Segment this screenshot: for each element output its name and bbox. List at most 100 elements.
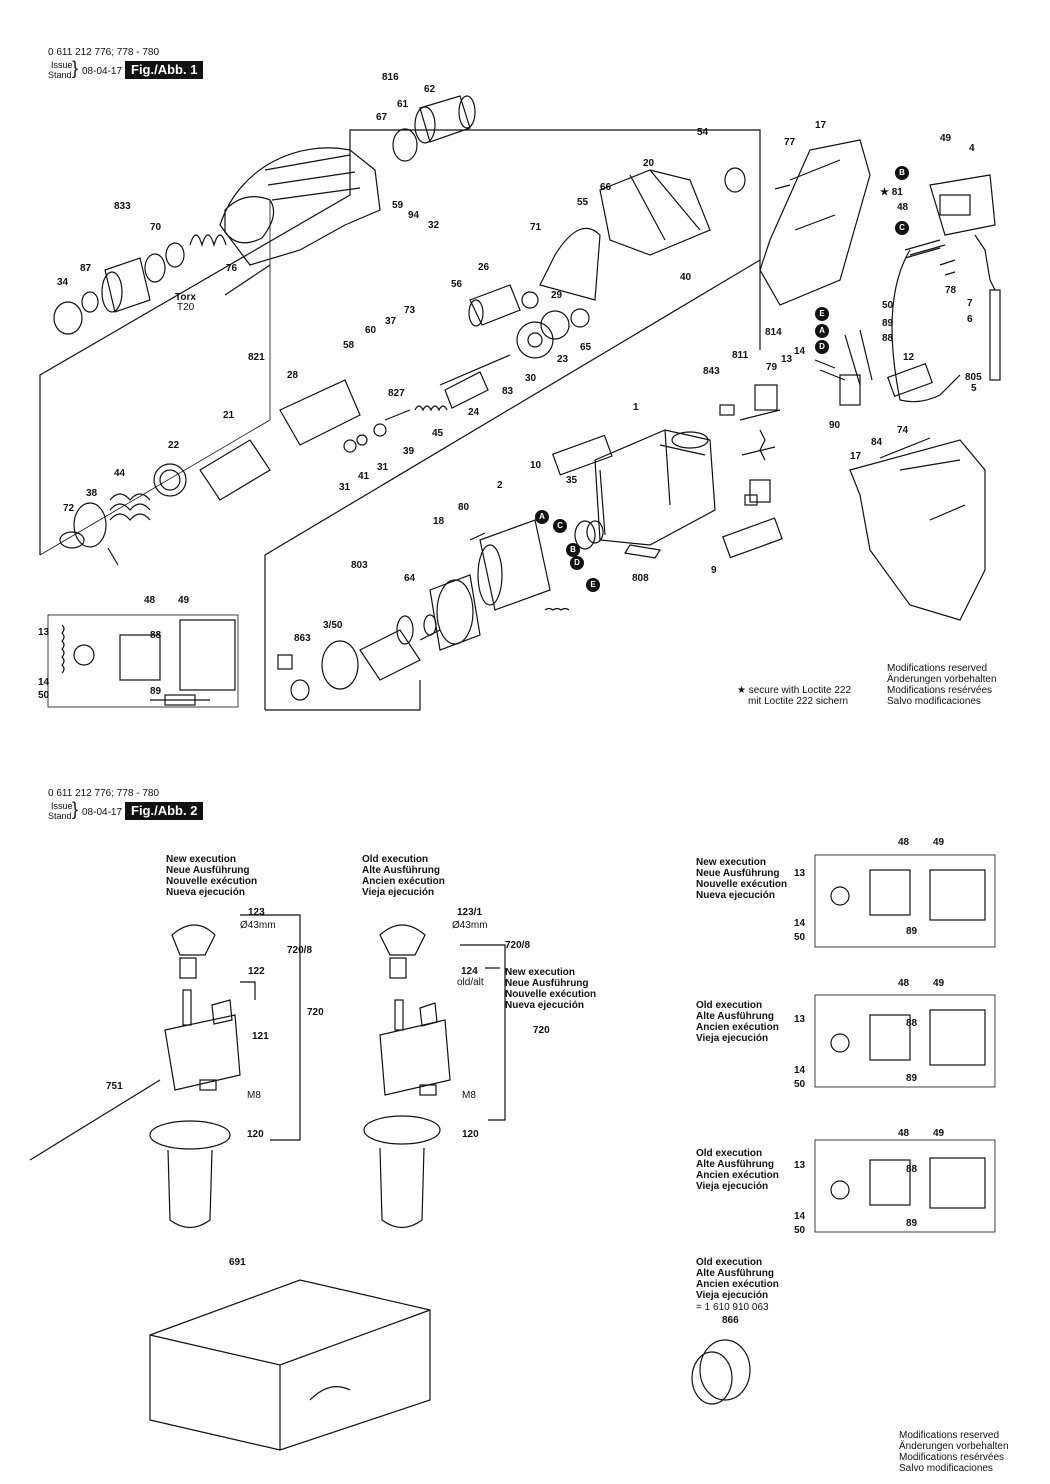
- label-64: 64: [404, 573, 416, 584]
- w2-13: 13: [794, 1014, 806, 1025]
- label-122: 122: [248, 966, 265, 977]
- label-20: 20: [643, 158, 655, 169]
- w1-49: 49: [933, 837, 945, 848]
- left-new-exec-de: Neue Ausführung: [166, 865, 250, 876]
- loctite-note-de: mit Loctite 222 sichern: [748, 696, 849, 707]
- w1-48: 48: [898, 837, 910, 848]
- label-18: 18: [433, 516, 445, 527]
- intermediate-flange: [599, 169, 711, 256]
- w2-old-exec-de: Alte Ausführung: [696, 1011, 774, 1022]
- label-720-8-mid: 720/8: [505, 940, 531, 951]
- label-3-50: 3/50: [323, 620, 343, 631]
- stand-label-2: Stand: [48, 811, 72, 821]
- w2-50: 50: [794, 1079, 806, 1090]
- label-59: 59: [392, 200, 404, 211]
- ring-old-exec-es: Vieja ejecución: [696, 1290, 769, 1301]
- label-24: 24: [468, 407, 480, 418]
- wiring1-49: 49: [178, 595, 190, 606]
- label-751: 751: [106, 1081, 123, 1092]
- label-843: 843: [703, 366, 720, 377]
- w3-49: 49: [933, 1128, 945, 1139]
- label-123: 123: [248, 907, 265, 918]
- label-2: 2: [497, 480, 503, 491]
- callout-a-stator: A: [535, 510, 549, 524]
- w2-14: 14: [794, 1065, 806, 1076]
- label-6: 6: [967, 314, 973, 325]
- label-65: 65: [580, 342, 592, 353]
- modifications-es-2: Salvo modificaciones: [899, 1463, 993, 1474]
- label-67: 67: [376, 112, 388, 123]
- figure-tag-1: Fig./Abb. 1: [125, 61, 204, 79]
- label-827: 827: [388, 388, 405, 399]
- label-70: 70: [150, 222, 162, 233]
- handle-half-bottom: [849, 439, 986, 621]
- w3-13: 13: [794, 1160, 806, 1171]
- w2-old-exec-fr: Ancien exécution: [696, 1022, 779, 1033]
- left-new-exec-fr: Nouvelle exécution: [166, 876, 258, 887]
- label-120-left: 120: [247, 1129, 264, 1140]
- issue-date-1: 08-04-17: [82, 66, 123, 77]
- mid-new-exec-de: Neue Ausführung: [505, 978, 589, 989]
- ring-old-exec-de: Alte Ausführung: [696, 1268, 774, 1279]
- label-50: 50: [882, 300, 894, 311]
- ring-old-exec-en: Old execution: [696, 1257, 763, 1268]
- loctite-note: ★ secure with Loctite 222: [737, 685, 852, 696]
- wiring1-13: 13: [38, 627, 50, 638]
- callout-b-switch: B: [895, 166, 909, 180]
- label-78: 78: [945, 285, 957, 296]
- issue-date-2: 08-04-17: [82, 807, 123, 818]
- label-83: 83: [502, 386, 514, 397]
- left-new-exec-en: New execution: [166, 854, 237, 865]
- w3-50: 50: [794, 1225, 806, 1236]
- callout-e-brush: E: [815, 307, 829, 321]
- old-alt: old/alt: [457, 977, 484, 988]
- m8-left: M8: [247, 1090, 261, 1101]
- callout-a-brush: A: [815, 324, 829, 338]
- modifications-fr-2: Modifications resérvées: [899, 1452, 1005, 1463]
- switch-body: [929, 174, 996, 236]
- issue-label-1: Issue: [51, 60, 73, 70]
- label-821: 821: [248, 352, 265, 363]
- label-44: 44: [114, 468, 126, 479]
- wiring1-48: 48: [144, 595, 156, 606]
- dia-123: Ø43mm: [240, 920, 276, 931]
- label-60: 60: [365, 325, 377, 336]
- mid-old-exec-en: Old execution: [362, 854, 429, 865]
- mid-old-exec-fr: Ancien exécution: [362, 876, 445, 887]
- w1-new-exec-en: New execution: [696, 857, 767, 868]
- label-31b: 31: [339, 482, 351, 493]
- label-811: 811: [732, 350, 749, 361]
- issue-label-2: Issue: [51, 801, 73, 811]
- modifications-en-2: Modifications reserved: [899, 1430, 1000, 1441]
- ring-ref-number: = 1 610 910 063: [696, 1302, 769, 1313]
- label-84: 84: [871, 437, 883, 448]
- modifications-en-1: Modifications reserved: [887, 663, 988, 674]
- group-frame-upper: [39, 129, 761, 555]
- label-80: 80: [458, 502, 470, 513]
- label-808: 808: [632, 573, 649, 584]
- w3-14: 14: [794, 1211, 806, 1222]
- label-71: 71: [530, 222, 542, 233]
- m8-mid: M8: [462, 1090, 476, 1101]
- handle-half-top: [759, 139, 871, 306]
- w2-old-exec-es: Vieja ejecución: [696, 1033, 769, 1044]
- left-new-exec-es: Nueva ejecución: [166, 887, 245, 898]
- wiring1-88: 88: [150, 630, 162, 641]
- part-number-1: 0 611 212 776; 778 - 780: [48, 47, 160, 58]
- label-691: 691: [229, 1257, 246, 1268]
- label-35: 35: [566, 475, 578, 486]
- w3-old-exec-fr: Ancien exécution: [696, 1170, 779, 1181]
- label-38: 38: [86, 488, 98, 499]
- label-76: 76: [226, 263, 238, 274]
- wiring1-50: 50: [38, 690, 50, 701]
- label-7: 7: [967, 298, 973, 309]
- dia-123-1: Ø43mm: [452, 920, 488, 931]
- label-55: 55: [577, 197, 589, 208]
- w2-old-exec-en: Old execution: [696, 1000, 763, 1011]
- label-4: 4: [969, 143, 975, 154]
- callout-c-switch: C: [895, 221, 909, 235]
- label-26: 26: [478, 262, 490, 273]
- label-720-mid: 720: [533, 1025, 550, 1036]
- label-13: 13: [781, 354, 793, 365]
- label-22: 22: [168, 440, 180, 451]
